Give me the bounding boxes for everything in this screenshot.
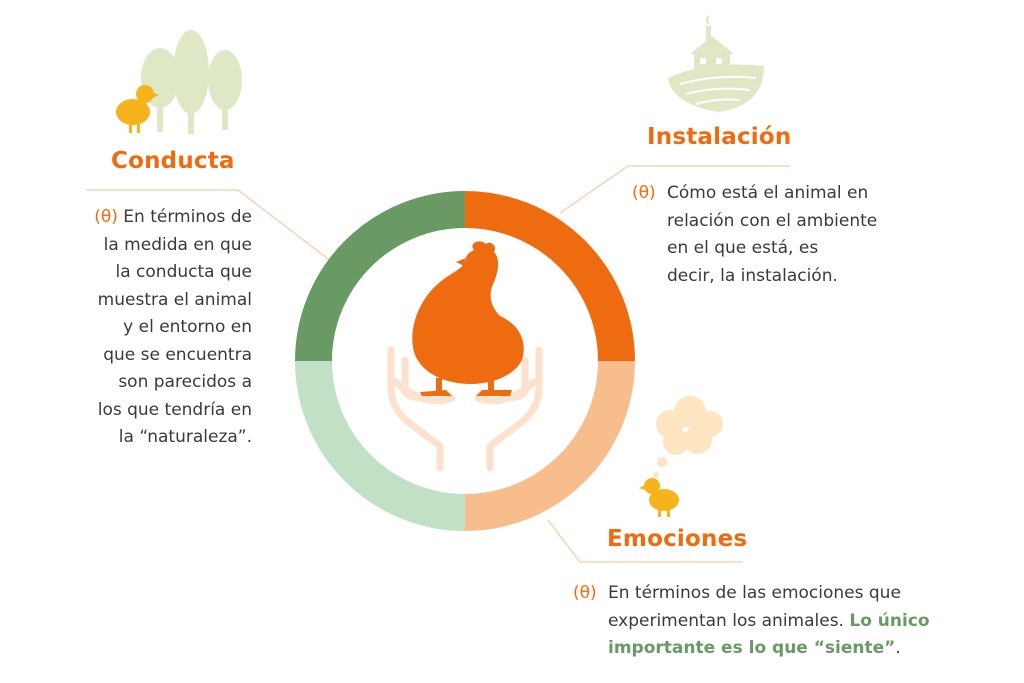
conducta-line: la medida en que <box>103 234 252 255</box>
instalacion-line: relación con el ambiente <box>667 210 878 231</box>
instalacion-line: decir, la instalación. <box>667 265 838 286</box>
conducta-line: la “naturaleza”. <box>118 427 252 447</box>
conducta-line: (θ) En términos de <box>94 207 252 227</box>
leader-lines <box>86 165 790 563</box>
leader-line-instalacion <box>559 165 790 214</box>
conducta-title: Conducta <box>111 148 235 174</box>
conducta-line: muestra el animal <box>97 289 252 310</box>
farm-field-lines <box>679 58 757 105</box>
conducta-line: que se encuentra <box>103 344 252 365</box>
ring-segment-naturaleza <box>295 360 466 531</box>
chicken-icon <box>412 241 524 396</box>
leader-line-emociones <box>547 519 742 563</box>
instalacion-description: Cómo está el animal en relación con el a… <box>667 180 927 290</box>
theta-marker: (θ) <box>94 207 118 227</box>
hands-icon <box>387 346 543 472</box>
emociones-line: experimentan los animales. Lo único <box>608 610 930 631</box>
conducta-description: (θ) En términos de la medida en que la c… <box>46 204 252 452</box>
ring-segment-instalacion <box>464 191 635 362</box>
emphasis-text: Lo único <box>849 610 930 631</box>
thinking-chick-icon <box>639 396 723 517</box>
conducta-line: y el entorno en <box>123 317 252 337</box>
chick-icon <box>639 478 679 517</box>
instalacion-title: Instalación <box>647 124 792 150</box>
emphasis-text: importante es lo que “siente” <box>608 638 896 658</box>
leader-line-conducta <box>86 189 333 263</box>
thought-cloud-icon <box>653 396 723 478</box>
instalacion-line: Cómo está el animal en <box>667 183 869 203</box>
ring-segment-emociones <box>464 360 635 531</box>
ring-segment-conducta <box>295 191 466 362</box>
instalacion-theta: (θ) <box>632 183 656 203</box>
conducta-line: los que tendría en <box>97 399 252 420</box>
chick-icon <box>116 85 159 133</box>
conducta-line: la conducta que <box>115 262 253 282</box>
trees-and-chick-icon <box>116 30 242 134</box>
chicken-in-hands-icon <box>387 241 543 472</box>
emociones-theta: (θ) <box>573 583 597 603</box>
welfare-ring <box>295 191 635 531</box>
emociones-description: En términos de las emociones que experim… <box>608 580 1008 663</box>
instalacion-line: en el que está, es <box>667 238 819 258</box>
emociones-line: importante es lo que “siente”. <box>608 638 901 658</box>
emociones-title: Emociones <box>607 526 748 552</box>
trees-icon <box>141 30 242 134</box>
emociones-line: En términos de las emociones que <box>608 583 901 603</box>
conducta-line: son parecidos a <box>118 372 252 392</box>
